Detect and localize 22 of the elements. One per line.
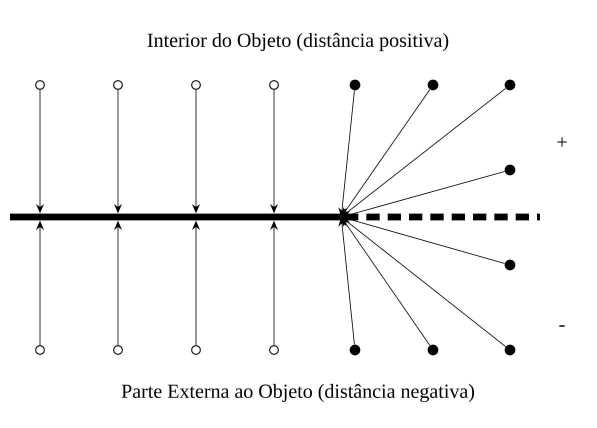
title: Interior do Objeto (distância positiva): [148, 32, 448, 52]
sign-label: -: [559, 325, 565, 327]
open-circle: [113, 345, 123, 355]
filled-dot: [350, 80, 360, 90]
filled-dot: [428, 344, 438, 356]
filled-dot: [504, 344, 516, 356]
caption: Parte Externa ao Objeto (distância negativa): [122, 384, 474, 402]
filled-dot: [504, 80, 516, 90]
filled-dot: [504, 164, 516, 176]
filled-dot: [350, 344, 360, 356]
arrow: [341, 89, 430, 217]
open-circle: [113, 80, 123, 90]
filled-dot: [428, 80, 438, 90]
open-circle: [191, 345, 201, 355]
sign-label: +: [557, 137, 567, 147]
open-circle: [269, 345, 279, 355]
open-circle: [35, 345, 45, 355]
open-circle: [35, 80, 45, 90]
open-circle: [191, 80, 201, 90]
filled-dot: [504, 260, 516, 270]
open-circle: [269, 80, 279, 90]
arrow: [341, 217, 430, 346]
